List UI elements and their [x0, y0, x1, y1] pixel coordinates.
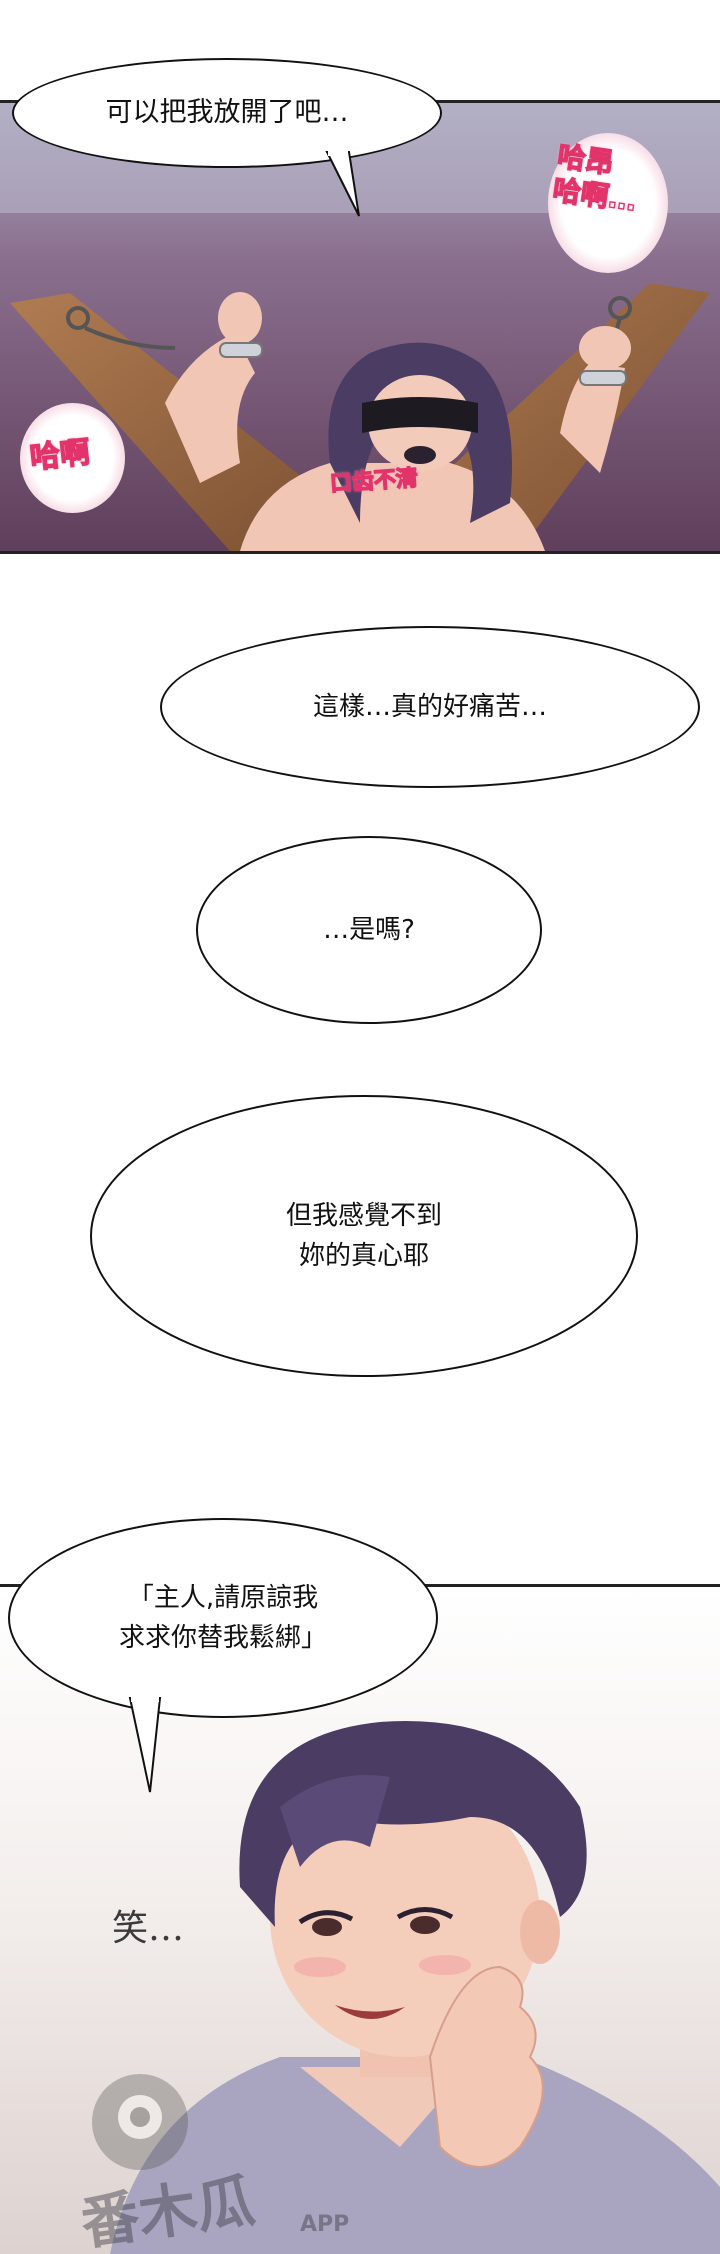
speech-text-not-sincere: 但我感覺不到 妳的真心耶	[285, 1200, 442, 1271]
bubble-tail-plea	[128, 1696, 162, 1793]
speech-text-plea: 「主人,請原諒我 求求你替我鬆綁」	[118, 1582, 327, 1653]
panel-restrained-woman: 哈昂 哈啊… 哈啊 口齿不清	[0, 100, 720, 554]
speech-bubble-painful: 這樣…真的好痛苦…	[160, 626, 700, 788]
speech-bubble-release: 可以把我放開了吧…	[12, 58, 442, 168]
bubble-tail-release	[325, 150, 360, 217]
sfx-bg-left	[20, 403, 125, 513]
speech-text-is-that-so: …是嗎?	[323, 914, 415, 945]
speech-bubble-not-sincere: 但我感覺不到 妳的真心耶	[90, 1095, 638, 1377]
speech-text-release: 可以把我放開了吧…	[105, 97, 349, 129]
sfx-bg-top	[548, 133, 668, 273]
sfx-moan-top: 哈昂 哈啊…	[550, 139, 639, 218]
sfx-laugh: 笑…	[112, 1908, 185, 1949]
speech-bubble-is-that-so: …是嗎?	[196, 836, 542, 1024]
panel-1-artwork	[0, 103, 720, 551]
watermark-app-text: APP	[300, 2212, 350, 2237]
speech-bubble-plea: 「主人,請原諒我 求求你替我鬆綁」	[8, 1518, 438, 1718]
sfx-moan-left: 哈啊	[28, 434, 93, 477]
speech-text-painful: 這樣…真的好痛苦…	[312, 691, 547, 722]
